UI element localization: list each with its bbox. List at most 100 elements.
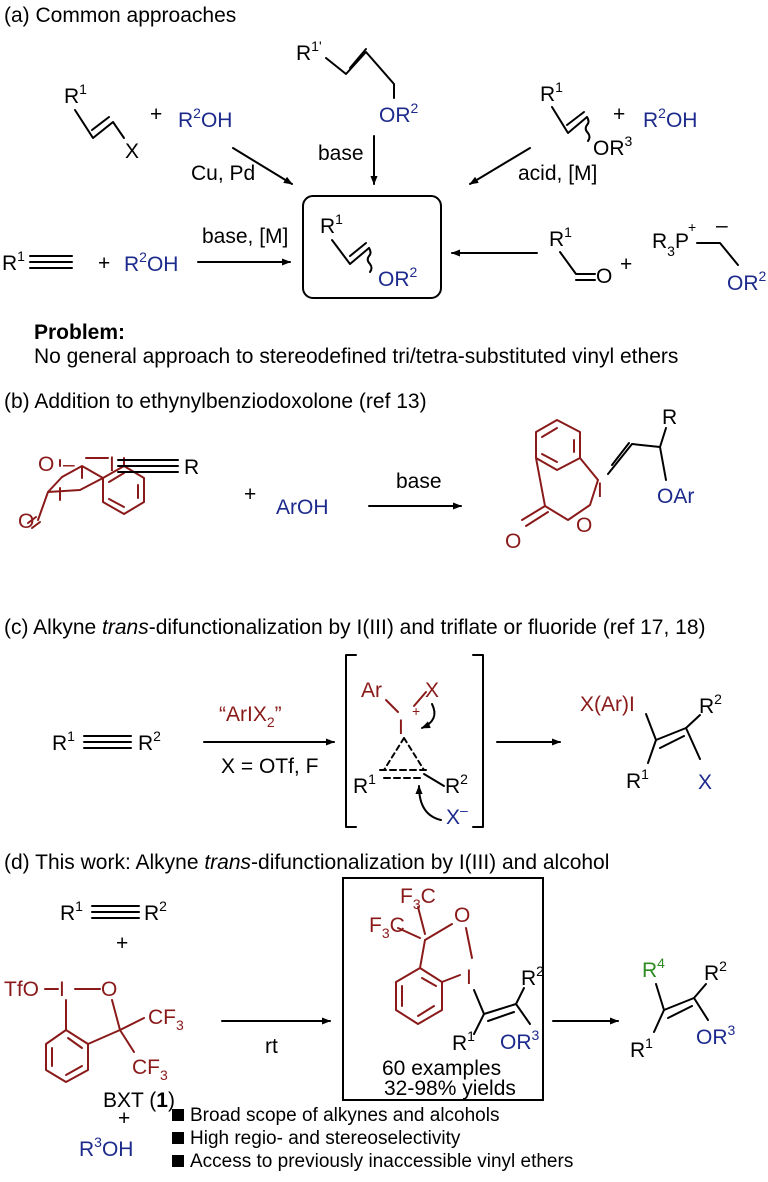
reagent-base-b: base	[396, 470, 442, 493]
svg-text:OR3: OR3	[696, 1022, 736, 1049]
svg-text:R1: R1	[2, 248, 25, 275]
svg-text:+: +	[244, 483, 256, 506]
svg-text:+: +	[412, 703, 420, 719]
vinyl-halide: R1 X	[64, 81, 139, 163]
alkyne-substrate: R1 R2	[60, 898, 167, 925]
bxt-reagent: TfO I O CF3 CF3 BXT (1)	[4, 978, 184, 1112]
svg-text:R1: R1	[626, 766, 649, 793]
svg-text:+: +	[118, 1107, 130, 1130]
svg-text:X: X	[425, 679, 439, 702]
svg-text:I: I	[59, 978, 65, 1001]
svg-text:R1': R1'	[296, 38, 322, 65]
reagent-x-otf-f: X = OTf, F	[221, 755, 318, 778]
svg-text:R3P: R3P	[652, 230, 689, 259]
svg-text:R1: R1	[320, 211, 343, 238]
svg-text:R1: R1	[60, 898, 83, 925]
svg-text:O: O	[454, 904, 470, 927]
svg-text:I: I	[398, 716, 404, 739]
svg-text:I: I	[109, 453, 115, 476]
allyl-ether: R1' OR2	[296, 38, 419, 127]
svg-text:O: O	[101, 978, 117, 1001]
svg-text:+: +	[613, 103, 625, 126]
condition-rt: rt	[265, 1035, 278, 1058]
svg-text:Ar: Ar	[361, 679, 382, 702]
svg-text:X(Ar)I: X(Ar)I	[580, 693, 635, 716]
svg-text:OR3: OR3	[593, 133, 633, 160]
terminal-alkyne: R1	[2, 248, 73, 275]
svg-text:R: R	[662, 406, 677, 429]
svg-text:O: O	[596, 265, 612, 288]
svg-text:R2OH: R2OH	[643, 105, 697, 132]
svg-text:+: +	[688, 219, 696, 235]
svg-text:R4: R4	[642, 955, 665, 982]
svg-text:+: +	[150, 103, 162, 126]
svg-text:–: –	[716, 214, 728, 237]
enol-ether: R1 OR3	[540, 79, 633, 160]
panel-c: (c) Alkyne trans-difunctionalization by …	[4, 616, 722, 829]
svg-text:O: O	[38, 453, 54, 476]
svg-text:X–: X–	[446, 802, 468, 829]
svg-text:+: +	[98, 252, 110, 275]
svg-text:R2: R2	[144, 898, 167, 925]
svg-text:R2: R2	[521, 963, 544, 990]
svg-text:OR2: OR2	[378, 264, 418, 291]
svg-text:R3OH: R3OH	[79, 1134, 133, 1161]
aldehyde: R1 O	[549, 224, 612, 288]
vinyl-iodane-intermediate-box: F3C F3C O I R2 R1 OR3 60 examples 32-98%…	[342, 877, 544, 1101]
svg-text:R1: R1	[64, 81, 87, 108]
phosphonium-ylide: R3P + – OR2	[652, 214, 767, 295]
feature-bullets: Broad scope of alkynes and alcohols High…	[172, 1105, 573, 1172]
svg-text:O: O	[576, 514, 592, 537]
bxt-label: BXT (1)	[103, 1089, 175, 1112]
reagent-base: base	[318, 142, 364, 165]
product-vinyl-ether-box: R1 OR2	[302, 195, 442, 299]
svg-text:OR3: OR3	[500, 1027, 540, 1054]
svg-text:F3C: F3C	[369, 914, 405, 941]
svg-text:R1: R1	[549, 224, 572, 251]
panel-a-title: (a) Common approaches	[4, 4, 236, 27]
internal-alkyne: R1 R2	[52, 728, 161, 755]
svg-text:R: R	[184, 456, 199, 479]
svg-text:R1: R1	[630, 1035, 653, 1062]
svg-text:OR2: OR2	[727, 268, 767, 295]
reagent-base-m: base, [M]	[202, 225, 288, 248]
svg-text:R1: R1	[540, 79, 563, 106]
vinylbenziodoxolone-product: O I O R OAr	[505, 406, 694, 553]
svg-text:R2: R2	[704, 958, 727, 985]
bullet-item: High regio- and stereoselectivity	[190, 1128, 461, 1149]
iodirenium-intermediate: Ar I + X R1 R2 X–	[345, 654, 484, 829]
svg-text:+: +	[116, 932, 128, 955]
panel-d-title: (d) This work: Alkyne trans-difunctional…	[4, 851, 609, 874]
svg-text:OR2: OR2	[379, 100, 419, 127]
panel-c-title: (c) Alkyne trans-difunctionalization by …	[4, 616, 706, 639]
panel-b: (b) Addition to ethynylbenziodoxolone (r…	[4, 390, 694, 553]
reagent-arix2: “ArIX2”	[219, 703, 282, 730]
reagent-acid-m: acid, [M]	[518, 162, 597, 185]
nucleophile-aroh: ArOH	[276, 496, 329, 519]
svg-text:X: X	[698, 771, 712, 794]
bullet-item: Broad scope of alkynes and alcohols	[190, 1105, 499, 1126]
svg-text:OAr: OAr	[657, 485, 694, 508]
svg-text:R2OH: R2OH	[124, 249, 178, 276]
svg-text:O: O	[505, 530, 521, 553]
panel-d: (d) This work: Alkyne trans-difunctional…	[4, 851, 736, 1172]
svg-text:R2: R2	[445, 771, 468, 798]
svg-text:R1: R1	[52, 728, 75, 755]
bullet-item: Access to previously inaccessible vinyl …	[190, 1151, 573, 1172]
yield-range: 32-98% yields	[384, 1077, 516, 1100]
svg-text:I: I	[466, 966, 472, 989]
bullet-square-icon	[172, 1155, 184, 1167]
panel-b-title: (b) Addition to ethynylbenziodoxolone (r…	[4, 390, 427, 413]
svg-text:R1: R1	[353, 771, 376, 798]
svg-text:I: I	[597, 479, 603, 502]
svg-text:–: –	[63, 453, 75, 476]
problem-heading: Problem:	[34, 321, 125, 344]
svg-text:X: X	[125, 140, 139, 163]
svg-text:+: +	[620, 253, 632, 276]
trans-difunctionalized-product: X(Ar)I R2 R1 X	[580, 691, 722, 794]
reagent-cu-pd: Cu, Pd	[191, 162, 255, 185]
bullet-square-icon	[172, 1132, 184, 1144]
svg-text:O: O	[18, 510, 34, 533]
problem-text: No general approach to stereodefined tri…	[34, 345, 678, 368]
